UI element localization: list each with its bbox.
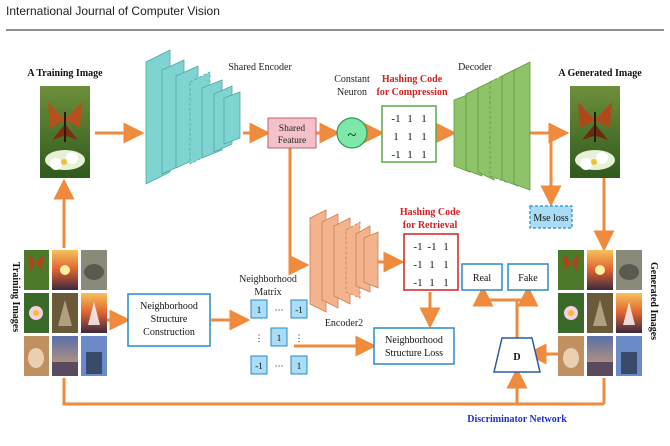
generated-image-label: A Generated Image xyxy=(558,68,642,79)
neighborhood-matrix-cell: 1 xyxy=(297,361,302,371)
neuron-tilde: ~ xyxy=(348,127,357,144)
encoder2-label: Encoder2 xyxy=(325,318,363,329)
generated-image xyxy=(570,86,620,178)
neighborhood-matrix-cell: 1 xyxy=(257,305,262,315)
hash-retrieval-cell: 1 xyxy=(443,259,449,271)
journal-header: International Journal of Computer Vision xyxy=(6,4,220,18)
hash-compression-title1: Hashing Code xyxy=(382,74,443,85)
shared-encoder xyxy=(145,49,241,185)
decoder-label: Decoder xyxy=(458,62,493,73)
neighborhood-matrix-cell-box xyxy=(270,327,288,347)
fake-label: Fake xyxy=(518,273,538,284)
hash-retrieval-cell: 1 xyxy=(429,277,435,289)
hash-compression-cell: -1 xyxy=(391,113,400,125)
hash-retrieval-title1: Hashing Code xyxy=(400,207,461,218)
shared-feature-line2: Feature xyxy=(278,136,307,146)
nm-label2: Matrix xyxy=(254,287,281,298)
training-image xyxy=(40,86,90,178)
neighborhood-matrix: 1 ··· -1 ⋮ 1 ⋮ -1 ··· 1 xyxy=(250,299,308,375)
neighborhood-matrix-cell: ··· xyxy=(275,305,284,315)
nsc-line2: Structure xyxy=(151,314,188,325)
discriminator-network-label: Discriminator Network xyxy=(467,414,567,425)
real-box xyxy=(461,263,503,291)
encoder2 xyxy=(309,209,379,313)
generated-images-label: Generated Images xyxy=(648,262,659,340)
decoder xyxy=(453,61,531,191)
nsc-box xyxy=(127,293,211,347)
training-images-grid xyxy=(24,250,107,376)
hash-compression-cell: 1 xyxy=(393,131,399,143)
neighborhood-matrix-cell: 1 xyxy=(277,333,282,343)
training-images-label: Training Images xyxy=(10,262,21,332)
hash-retrieval-cell: 1 xyxy=(443,241,449,253)
neighborhood-matrix-cell-box xyxy=(290,355,308,375)
neighborhood-matrix-cell-box xyxy=(250,299,268,319)
nsc-line3: Construction xyxy=(143,327,195,338)
nsl-line2: Structure Loss xyxy=(385,348,443,359)
neighborhood-matrix-cell-box xyxy=(250,355,268,375)
nsl-box xyxy=(373,327,455,365)
constant-neuron-label2: Neuron xyxy=(337,87,367,98)
hash-compression-cell: 1 xyxy=(407,131,413,143)
mse-loss-label: Mse loss xyxy=(533,213,568,224)
nsl-line1: Neighborhood xyxy=(385,335,443,346)
fake-box xyxy=(507,263,549,291)
real-label: Real xyxy=(473,273,492,284)
discriminator-d: D xyxy=(513,352,520,363)
mse-loss-box xyxy=(529,205,573,229)
hash-retrieval-title2: for Retrieval xyxy=(403,220,458,231)
neighborhood-matrix-cell: ⋮ xyxy=(295,333,304,343)
discriminator-trapezoid xyxy=(493,337,541,373)
neighborhood-matrix-cell: -1 xyxy=(255,361,263,371)
neighborhood-matrix-cell: ⋮ xyxy=(255,333,264,343)
neighborhood-matrix-cell: ··· xyxy=(275,361,284,371)
shared-encoder-label: Shared Encoder xyxy=(228,62,292,73)
neighborhood-matrix-cell: -1 xyxy=(295,305,303,315)
hash-retrieval-cell: -1 xyxy=(427,241,436,253)
generated-images-grid xyxy=(558,250,642,376)
hash-retrieval-cell: -1 xyxy=(413,277,422,289)
hash-retrieval-cell: 1 xyxy=(429,259,435,271)
hash-compression-cell: 1 xyxy=(421,113,427,125)
nsc-line1: Neighborhood xyxy=(140,301,198,312)
training-image-label: A Training Image xyxy=(27,68,103,79)
constant-neuron-label1: Constant xyxy=(334,74,370,85)
hash-compression-box xyxy=(381,105,437,163)
constant-neuron xyxy=(336,117,368,149)
hash-compression-cell: 1 xyxy=(407,149,413,161)
hash-compression-cell: 1 xyxy=(421,149,427,161)
hash-retrieval-box xyxy=(403,233,459,291)
hash-retrieval-cell: -1 xyxy=(413,241,422,253)
flow-arrows xyxy=(53,122,615,406)
hash-compression-cell: 1 xyxy=(407,113,413,125)
hash-compression-cell: -1 xyxy=(391,149,400,161)
shared-feature-line1: Shared xyxy=(279,124,306,134)
neighborhood-matrix-cell-box xyxy=(290,299,308,319)
nm-label1: Neighborhood xyxy=(239,274,297,285)
hash-retrieval-cell: -1 xyxy=(413,259,422,271)
hash-compression-cell: 1 xyxy=(421,131,427,143)
hash-compression-title2: for Compression xyxy=(376,87,447,98)
shared-feature-box xyxy=(267,117,317,149)
hash-retrieval-cell: 1 xyxy=(443,277,449,289)
